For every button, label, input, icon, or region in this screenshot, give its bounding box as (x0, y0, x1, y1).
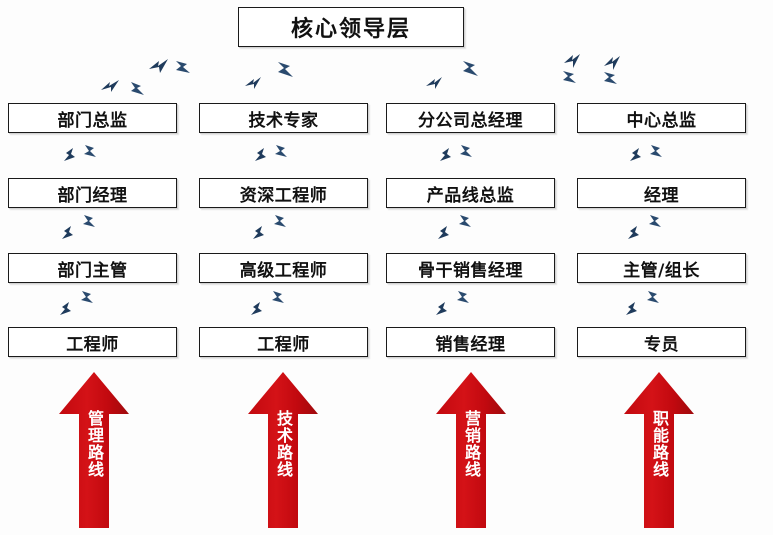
role-box-management-l2[interactable]: 部门经理 (8, 178, 177, 208)
role-label: 主管/组长 (623, 260, 700, 281)
up-arrow-icon (436, 372, 506, 528)
role-box-sales-l3[interactable]: 骨干销售经理 (386, 253, 555, 283)
track-label-wrap-management: 管理路线 (57, 410, 131, 520)
role-box-sales-l2[interactable]: 产品线总监 (386, 178, 555, 208)
up-arrow-icon (59, 372, 129, 528)
role-label: 部门主管 (57, 260, 128, 281)
role-label: 中心总监 (626, 110, 697, 131)
track-arrow-functional[interactable]: 职能路线 (622, 370, 696, 530)
role-box-technical-l4[interactable]: 工程师 (199, 327, 368, 357)
role-label: 部门总监 (57, 110, 128, 131)
role-box-technical-l2[interactable]: 资深工程师 (199, 178, 368, 208)
track-label-wrap-sales: 营销路线 (434, 410, 508, 520)
role-label: 专员 (644, 334, 679, 355)
role-label: 技术专家 (248, 110, 319, 131)
core-leadership-title-text: 核心领导层 (290, 17, 411, 42)
role-box-technical-l1[interactable]: 技术专家 (199, 103, 368, 133)
track-label-wrap-technical: 技术路线 (246, 410, 320, 520)
track-arrow-management[interactable]: 管理路线 (57, 370, 131, 530)
role-box-functional-l4[interactable]: 专员 (577, 327, 746, 357)
role-box-management-l3[interactable]: 部门主管 (8, 253, 177, 283)
role-label: 分公司总经理 (418, 110, 523, 131)
track-arrow-sales[interactable]: 营销路线 (434, 370, 508, 530)
role-label: 经理 (644, 185, 679, 206)
role-label: 资深工程师 (239, 185, 328, 206)
role-label: 高级工程师 (239, 260, 328, 281)
role-label: 销售经理 (435, 334, 506, 355)
role-label: 骨干销售经理 (418, 260, 523, 281)
role-label: 产品线总监 (426, 185, 515, 206)
role-box-sales-l1[interactable]: 分公司总经理 (386, 103, 555, 133)
role-box-management-l4[interactable]: 工程师 (8, 327, 177, 357)
track-label-management: 管理路线 (85, 410, 104, 478)
track-label-technical: 技术路线 (274, 410, 293, 478)
role-box-management-l1[interactable]: 部门总监 (8, 103, 177, 133)
role-box-sales-l4[interactable]: 销售经理 (386, 327, 555, 357)
role-box-functional-l2[interactable]: 经理 (577, 178, 746, 208)
up-arrow-icon (624, 372, 694, 528)
track-arrow-technical[interactable]: 技术路线 (246, 370, 320, 530)
track-label-wrap-functional: 职能路线 (622, 410, 696, 520)
up-arrow-icon (248, 372, 318, 528)
track-label-functional: 职能路线 (650, 410, 669, 478)
role-box-functional-l3[interactable]: 主管/组长 (577, 253, 746, 283)
track-label-sales: 营销路线 (462, 410, 481, 478)
role-label: 部门经理 (57, 185, 128, 206)
role-label: 工程师 (66, 334, 119, 355)
role-box-technical-l3[interactable]: 高级工程师 (199, 253, 368, 283)
role-label: 工程师 (257, 334, 310, 355)
core-leadership-title-box: 核心领导层 (238, 7, 464, 47)
role-box-functional-l1[interactable]: 中心总监 (577, 103, 746, 133)
